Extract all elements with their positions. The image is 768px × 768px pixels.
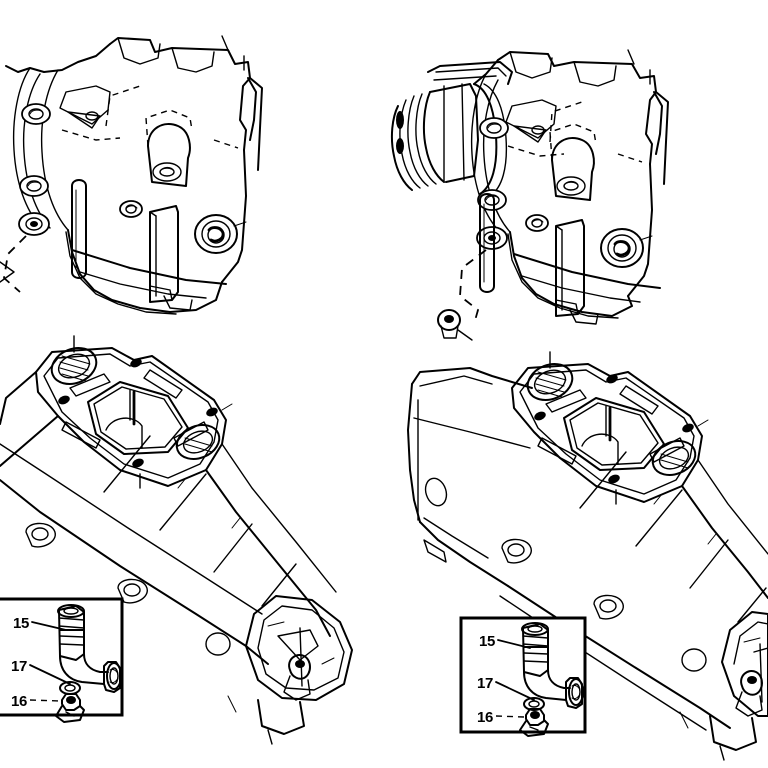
assembly-leader-right: [459, 249, 487, 325]
bolt-boss-right-upper: [479, 117, 509, 139]
callout-right-15: 15: [479, 633, 496, 650]
elbow-fitting-right-inset: [519, 622, 584, 737]
threaded-bore-left-manifold-lower: [175, 424, 221, 460]
assembly-arrow-left: [0, 261, 15, 283]
body-hole-right-lower: [681, 648, 707, 672]
heat-exchanger-core-right: [390, 61, 513, 197]
port-eye-left-housing: [194, 214, 238, 254]
callout-left-17: 17: [11, 658, 28, 675]
housing-right: [470, 49, 669, 325]
leader-right-17: [495, 681, 535, 701]
body-hole-right-upper: [424, 477, 448, 507]
threaded-bore-right-manifold-lower: [651, 440, 697, 476]
elbow-fitting-left-inset: [55, 604, 122, 723]
port-eye-right-housing: [600, 228, 644, 268]
body-boss-right-b: [593, 594, 624, 620]
banjo-bolt-left-inset: [55, 693, 85, 723]
body-boss-left-a: [25, 522, 56, 548]
leader-left-16: [29, 699, 61, 702]
body-boss-left-b: [117, 578, 148, 604]
manifold-left: [0, 335, 353, 745]
threaded-bore-left-manifold-upper: [50, 347, 98, 385]
leader-left-15: [31, 621, 67, 631]
callout-left-15: 15: [13, 615, 30, 632]
leader-right-16: [495, 715, 525, 718]
banjo-bolt-right-inset: [519, 708, 549, 737]
bolt-boss-left-upper: [21, 103, 51, 125]
callout-right-17: 17: [477, 675, 494, 692]
leader-right-15: [497, 639, 531, 649]
plug-part-right: [437, 309, 461, 339]
threaded-bore-right-manifold-upper: [526, 363, 574, 401]
callout-right-16: 16: [477, 709, 494, 726]
callout-left-16: 16: [11, 693, 28, 710]
fitting-stub-right: [735, 670, 763, 717]
fitting-stub-left: [283, 654, 311, 701]
leader-left-17: [29, 664, 71, 685]
manifold-right: [407, 351, 768, 761]
body-boss-right-a: [501, 538, 532, 564]
bolt-boss-left-middle: [19, 175, 49, 197]
housing-left: [5, 35, 263, 315]
body-hole-left: [205, 632, 231, 656]
bolt-boss-left-lower: [18, 212, 50, 236]
